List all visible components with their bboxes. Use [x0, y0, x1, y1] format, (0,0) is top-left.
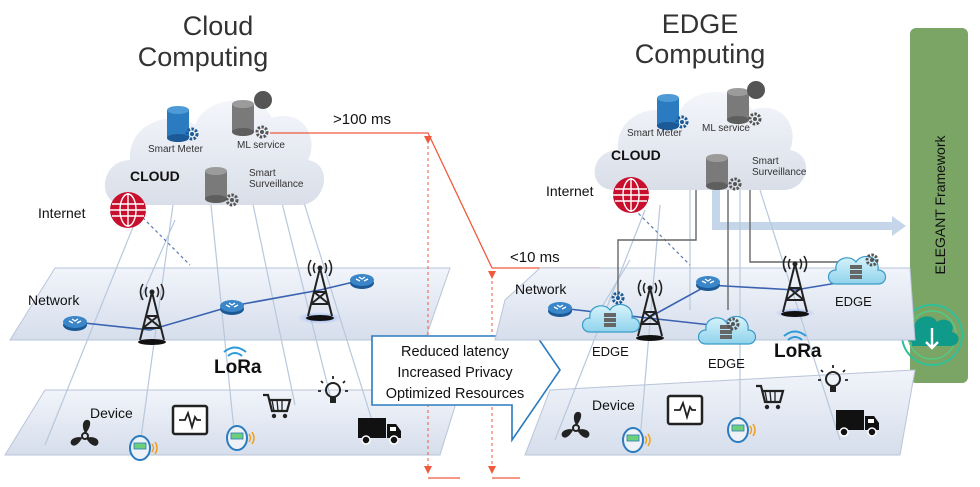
left-monitor-icon: [171, 404, 209, 436]
left-brain-gear-icon: [232, 91, 272, 139]
lora-wifi-icon: [223, 346, 247, 357]
right-internet-label: Internet: [546, 183, 594, 199]
right-service-smart-meter: Smart Meter: [627, 128, 683, 139]
left-cloud: [104, 100, 325, 205]
left-service-ml: ML service: [237, 140, 285, 151]
right-brain-gear-icon: [727, 81, 765, 126]
left-internet-label: Internet: [38, 205, 86, 221]
left-router-icon: [219, 299, 245, 316]
left-title-line2: Computing: [138, 42, 269, 72]
lora-logo-left: LoRa: [214, 357, 262, 378]
right-service-surveillance: Surveillance: [752, 167, 807, 178]
right-monitor-icon: [666, 394, 704, 426]
right-globe-icon: [612, 176, 650, 214]
edge-label-3: EDGE: [835, 294, 872, 309]
framework-connectors: [712, 190, 906, 236]
left-service-smart: Smart: [249, 168, 276, 179]
lora-logo-right: LoRa: [774, 341, 822, 362]
benefit-resources: Optimized Resources: [386, 386, 525, 402]
edge-label-1: EDGE: [592, 344, 629, 359]
edge-backhaul-lines: [617, 190, 870, 310]
left-network-label: Network: [28, 292, 80, 308]
elegant-framework-bar: [910, 28, 968, 383]
left-router-icon: [349, 273, 375, 290]
left-title-line1: Cloud: [183, 11, 254, 41]
right-router-icon: [547, 301, 573, 318]
elegant-framework-label: ELEGANT Framework: [932, 135, 948, 275]
left-service-surveillance: Surveillance: [249, 179, 304, 190]
right-service-smart: Smart: [752, 156, 779, 167]
right-network-label: Network: [515, 281, 567, 297]
left-router-icon: [62, 315, 88, 332]
right-cloud: [594, 91, 807, 190]
cloud-latency-label: >100 ms: [333, 111, 391, 128]
cloud-download-icon: [901, 304, 963, 366]
left-device-plane: [4, 389, 461, 456]
lora-wifi-icon: [783, 330, 807, 341]
right-title-line2: Computing: [635, 39, 766, 69]
right-title-line1: EDGE: [662, 9, 739, 39]
benefit-latency: Reduced latency: [401, 344, 510, 360]
left-device-label: Device: [90, 405, 133, 421]
cloud-latency-line: [270, 132, 493, 269]
edge-latency-label: <10 ms: [510, 249, 560, 266]
left-service-smart-meter: Smart Meter: [148, 144, 204, 155]
right-router-icon: [695, 275, 721, 292]
right-cloud-label: CLOUD: [611, 147, 661, 163]
edge-node-3: [827, 253, 887, 285]
benefit-privacy: Increased Privacy: [397, 365, 513, 381]
left-globe-icon: [109, 191, 147, 229]
right-service-ml: ML service: [702, 123, 750, 134]
right-device-label: Device: [592, 397, 635, 413]
left-cloud-label: CLOUD: [130, 168, 180, 184]
right-device-plane: [524, 369, 916, 456]
edge-label-2: EDGE: [708, 356, 745, 371]
